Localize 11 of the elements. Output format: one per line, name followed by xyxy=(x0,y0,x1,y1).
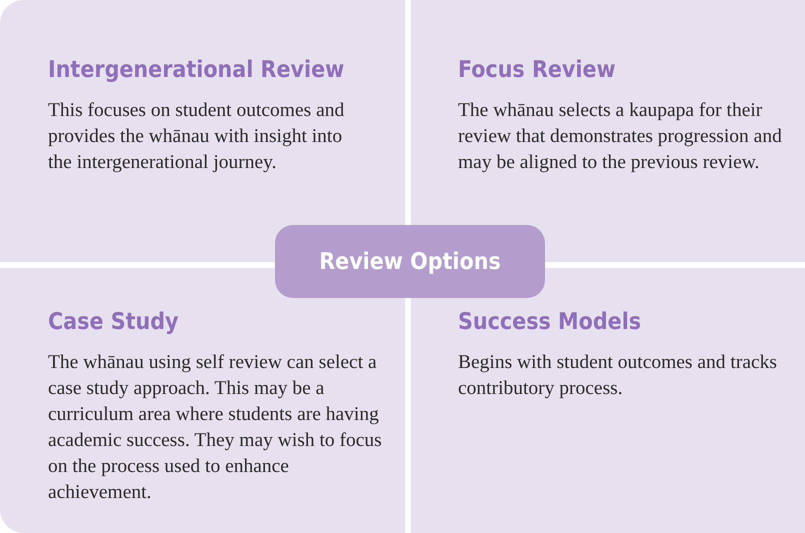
panel-description: The whānau selects a kaupapa for their review that demonstrates progression and may be aligned to the previous review. xyxy=(458,99,783,175)
panel-heading: Success Models xyxy=(458,308,642,336)
center-title: Review Options xyxy=(319,248,501,274)
panel-description: This focuses on student outcomes and provides the whānau with insight into the intergenerational journey. xyxy=(48,99,346,175)
quadrant-panel xyxy=(0,268,405,533)
panel-heading: Focus Review xyxy=(458,56,616,84)
panel-heading: Case Study xyxy=(48,308,179,336)
panel-heading: Intergenerational Review xyxy=(48,56,344,84)
center-label-box xyxy=(275,225,545,298)
panel-description: The whānau using self review can select a case study approach. This may be a curriculum area where students are having academic success. They may wish to focus on the process used to enhance achievement. xyxy=(48,351,383,505)
panel-description: Begins with student outcomes and tracks contributory process. xyxy=(458,351,778,401)
